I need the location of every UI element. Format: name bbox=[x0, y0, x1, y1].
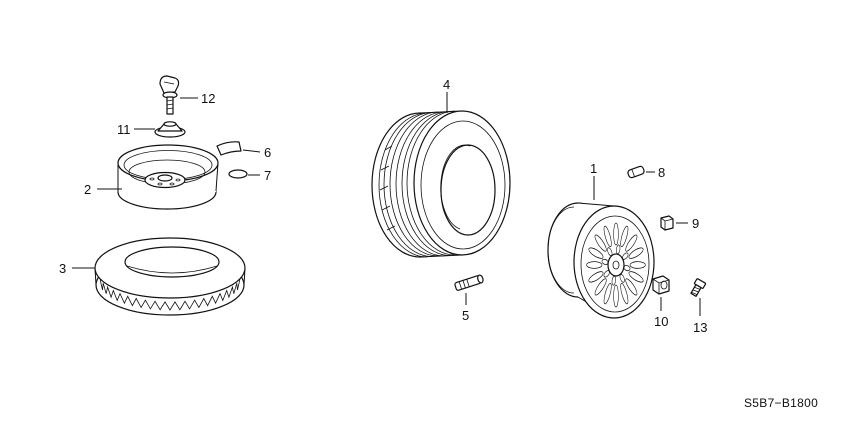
callout-7: 7 bbox=[264, 168, 271, 183]
tire-tread-grooves bbox=[378, 110, 456, 258]
callout-13: 13 bbox=[693, 320, 707, 335]
part-11-illustration bbox=[154, 121, 186, 138]
wheel-spoke-slot bbox=[628, 247, 644, 259]
wheel-spoke-slot bbox=[586, 261, 603, 269]
part-5-illustration bbox=[454, 274, 484, 291]
part-10-illustration bbox=[652, 275, 670, 295]
wheel-spoke-slot bbox=[594, 234, 607, 252]
callout-6: 6 bbox=[264, 145, 271, 160]
tire-tread-pattern bbox=[99, 279, 241, 311]
wheel-spoke-slot bbox=[603, 225, 612, 248]
part-1-illustration bbox=[547, 202, 655, 319]
leader-line-6 bbox=[242, 149, 261, 153]
callout-12: 12 bbox=[201, 91, 215, 106]
wheel-spoke-slot bbox=[603, 282, 612, 305]
wheel-spoke-slot bbox=[613, 222, 619, 246]
wheel-spoke-slot bbox=[588, 247, 604, 259]
callout-5: 5 bbox=[462, 308, 469, 323]
part-12-illustration bbox=[159, 75, 180, 115]
wheel-spoke-slot bbox=[594, 278, 607, 296]
callout-1: 1 bbox=[590, 161, 597, 176]
wheel-spoke-slot bbox=[628, 271, 644, 283]
part-2-illustration bbox=[117, 144, 219, 210]
part-8-illustration bbox=[627, 165, 645, 179]
wheel-spoke-slot bbox=[588, 271, 604, 283]
part-3-illustration bbox=[94, 237, 246, 316]
wheel-spoke-slot bbox=[629, 261, 646, 269]
wheel-spoke-slot bbox=[613, 284, 619, 308]
part-4-illustration bbox=[371, 110, 511, 258]
part-9-illustration bbox=[660, 215, 674, 231]
callout-9: 9 bbox=[692, 216, 699, 231]
wheel-spoke-slot bbox=[625, 234, 638, 252]
part-13-illustration bbox=[690, 278, 707, 297]
wheel-spoke-slot bbox=[625, 278, 638, 296]
wheel-spoke-slot bbox=[620, 282, 629, 305]
diagram-code: S5B7−B1800 bbox=[744, 396, 818, 410]
callout-8: 8 bbox=[658, 165, 665, 180]
wheel-spoke-slot bbox=[620, 225, 629, 248]
callout-10: 10 bbox=[654, 314, 668, 329]
callout-11: 11 bbox=[117, 122, 131, 137]
part-7-illustration bbox=[228, 169, 248, 179]
callout-4: 4 bbox=[443, 77, 450, 92]
part-6-illustration bbox=[216, 141, 242, 156]
callout-2: 2 bbox=[84, 182, 91, 197]
callout-3: 3 bbox=[59, 261, 66, 276]
